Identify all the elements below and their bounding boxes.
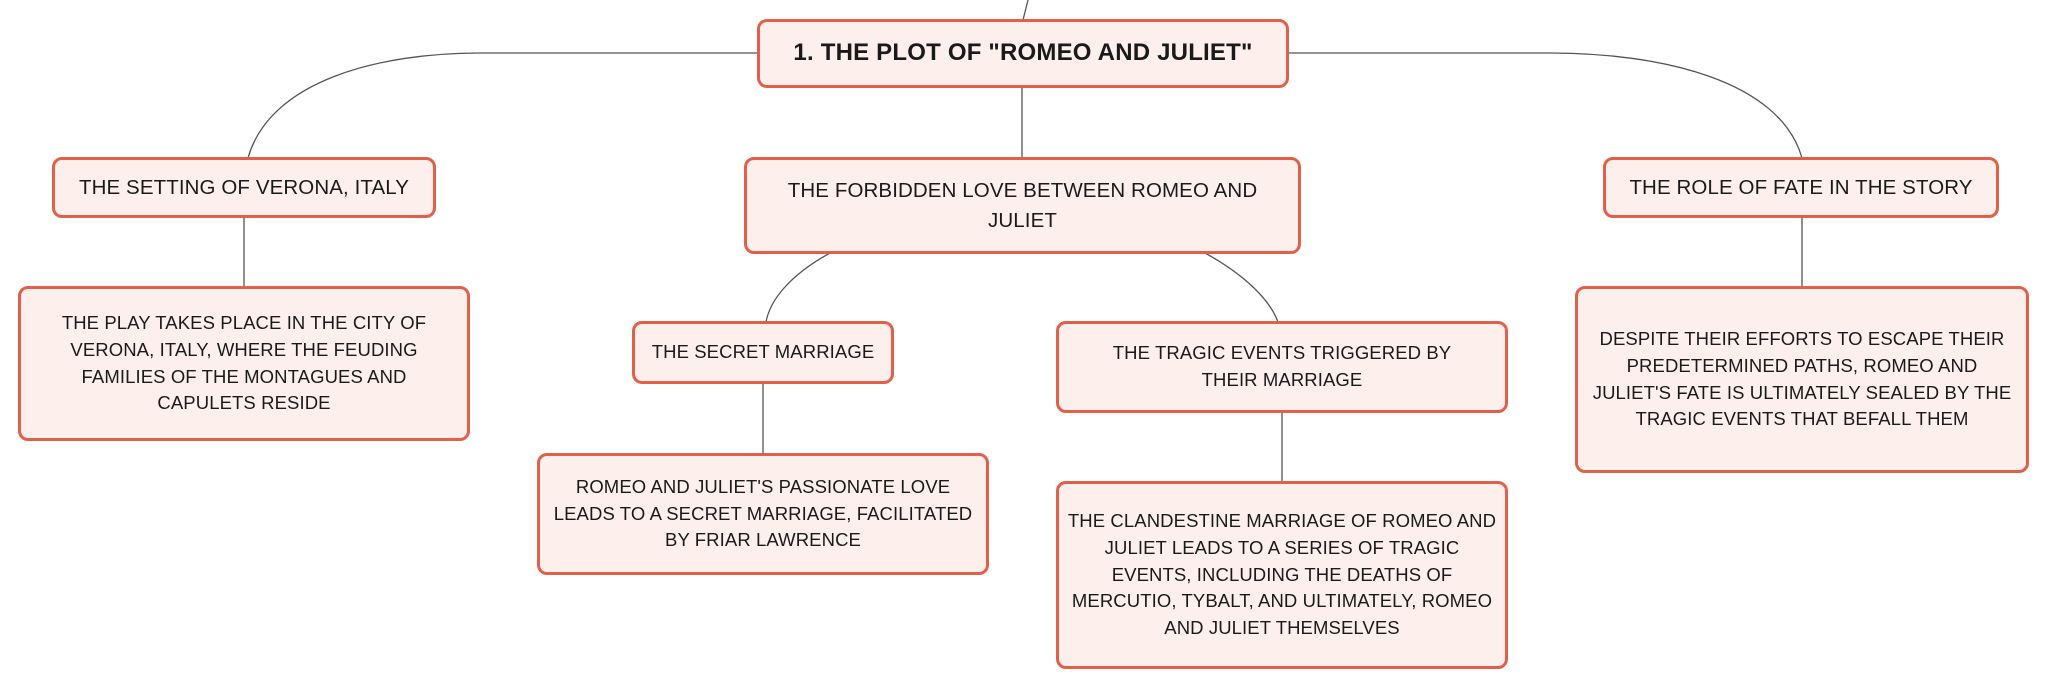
subtopic-secret-marriage[interactable]: THE SECRET MARRIAGE <box>632 321 894 384</box>
connector-root-setting <box>247 52 757 159</box>
detail-fate[interactable]: DESPITE THEIR EFFORTS TO ESCAPE THEIR PR… <box>1575 286 2029 473</box>
detail-setting-text: THE PLAY TAKES PLACE IN THE CITY OF VERO… <box>61 311 427 414</box>
detail-setting[interactable]: THE PLAY TAKES PLACE IN THE CITY OF VERO… <box>18 286 470 441</box>
detail-tragic-events-text: THE CLANDESTINE MARRIAGE OF ROMEO AND JU… <box>1067 509 1497 639</box>
connector-root-up <box>1022 0 1029 21</box>
topic-forbidden-love[interactable]: THE FORBIDDEN LOVE BETWEEN ROMEO AND JUL… <box>744 157 1301 254</box>
topic-setting-label: THE SETTING OF VERONA, ITALY <box>78 175 410 199</box>
connector-love-secret <box>765 252 831 323</box>
subtopic-secret-marriage-label: THE SECRET MARRIAGE <box>651 341 875 363</box>
detail-tragic-events[interactable]: THE CLANDESTINE MARRIAGE OF ROMEO AND JU… <box>1056 481 1508 669</box>
detail-secret-marriage-text: ROMEO AND JULIET'S PASSIONATE LOVE LEADS… <box>553 475 973 551</box>
connector-love-tragic <box>1204 252 1279 323</box>
detail-secret-marriage[interactable]: ROMEO AND JULIET'S PASSIONATE LOVE LEADS… <box>537 453 989 575</box>
subtopic-tragic-events[interactable]: THE TRAGIC EVENTS TRIGGERED BY THEIR MAR… <box>1056 321 1508 413</box>
connector-root-fate <box>1289 52 1803 159</box>
subtopic-tragic-events-label: THE TRAGIC EVENTS TRIGGERED BY THEIR MAR… <box>1112 342 1452 390</box>
topic-forbidden-love-label: THE FORBIDDEN LOVE BETWEEN ROMEO AND JUL… <box>787 178 1258 232</box>
topic-role-of-fate-label: THE ROLE OF FATE IN THE STORY <box>1629 175 1973 199</box>
detail-fate-text: DESPITE THEIR EFFORTS TO ESCAPE THEIR PR… <box>1592 327 2012 430</box>
root-node[interactable]: 1. THE PLOT OF "ROMEO AND JULIET" <box>757 19 1289 88</box>
topic-role-of-fate[interactable]: THE ROLE OF FATE IN THE STORY <box>1603 157 1999 218</box>
root-node-label: 1. THE PLOT OF "ROMEO AND JULIET" <box>793 39 1253 67</box>
topic-setting[interactable]: THE SETTING OF VERONA, ITALY <box>52 157 436 218</box>
